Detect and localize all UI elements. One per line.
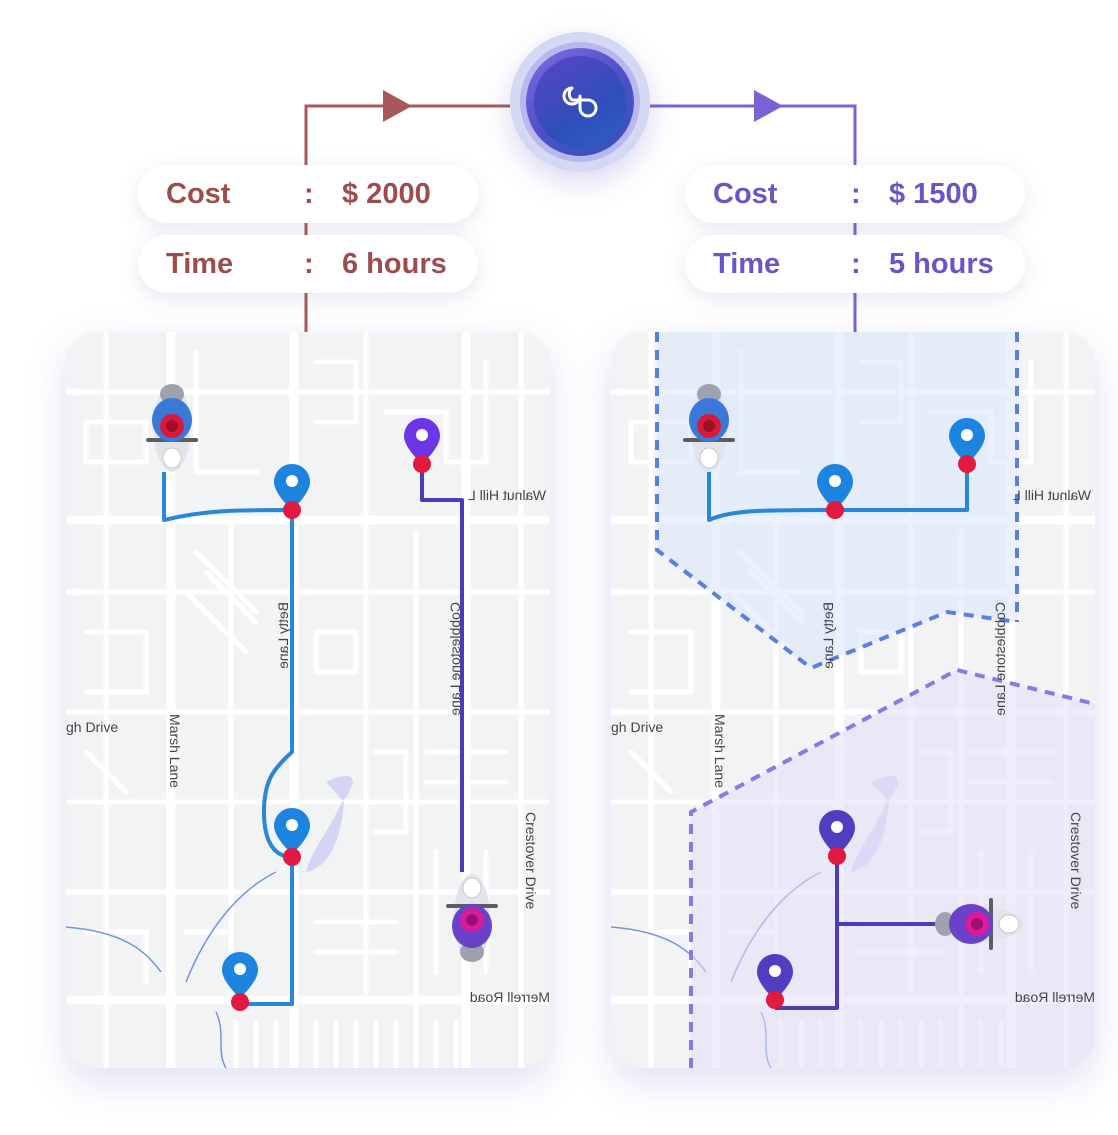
purple-zone-border	[689, 667, 1095, 1068]
street-crestover: Crestover Drive	[1068, 812, 1084, 909]
blue-zone-border	[655, 332, 1018, 671]
stop-dot-icon	[283, 848, 301, 866]
separator: :	[851, 178, 861, 210]
street-cobblestone: Cobblestone Lane	[447, 602, 463, 716]
optimizer-hub	[510, 32, 650, 172]
street-high-drive: gh Drive	[66, 719, 118, 735]
stop-dot-icon	[958, 455, 976, 473]
cost-value: $ 2000	[342, 178, 431, 210]
left-map-canvas: Walnut Hill L Betty Lane Cobblestone Lan…	[66, 332, 550, 1068]
street-marsh: Marsh Lane	[712, 714, 728, 788]
left-time-pill: Time : 6 hours	[138, 235, 478, 293]
separator: :	[304, 178, 314, 210]
hub-ring	[526, 48, 634, 156]
right-map-canvas: Walnut Hill L Betty Lane Cobblestone Lan…	[611, 332, 1095, 1068]
infinity-icon	[562, 86, 598, 118]
time-value: 6 hours	[342, 248, 447, 280]
hub-core	[534, 56, 626, 148]
cost-label: Cost	[713, 178, 778, 210]
street-betty: Betty Lane	[820, 602, 836, 669]
cost-label: Cost	[166, 178, 231, 210]
right-arrow-icon	[754, 90, 783, 122]
time-label: Time	[166, 248, 234, 280]
left-route-map: Walnut Hill L Betty Lane Cobblestone Lan…	[66, 332, 550, 1068]
street-walnut: Walnut Hill L	[1013, 487, 1091, 503]
time-value: 5 hours	[889, 248, 994, 280]
left-cost-pill: Cost : $ 2000	[138, 165, 478, 223]
separator: :	[304, 248, 314, 280]
separator: :	[851, 248, 861, 280]
street-crestover: Crestover Drive	[523, 812, 539, 909]
stop-dot-icon	[283, 501, 301, 519]
purple-route-line	[775, 856, 941, 1010]
stop-dot-icon	[766, 991, 784, 1009]
street-high-drive: gh Drive	[611, 719, 663, 735]
time-label: Time	[713, 248, 781, 280]
cost-value: $ 1500	[889, 178, 978, 210]
left-arrow-icon	[383, 90, 412, 122]
purple-route-line	[420, 464, 464, 872]
street-walnut: Walnut Hill L	[468, 487, 546, 503]
stop-dot-icon	[231, 993, 249, 1011]
right-route-map: Walnut Hill L Betty Lane Cobblestone Lan…	[611, 332, 1095, 1068]
street-merrell: Merrell Road	[1015, 989, 1095, 1005]
stop-dot-icon	[413, 455, 431, 473]
blue-route-line	[162, 472, 294, 1006]
right-cost-pill: Cost : $ 1500	[685, 165, 1025, 223]
right-time-pill: Time : 5 hours	[685, 235, 1025, 293]
street-marsh: Marsh Lane	[167, 714, 183, 788]
street-betty: Betty Lane	[275, 602, 291, 669]
stop-dot-icon	[828, 847, 846, 865]
street-merrell: Merrell Road	[470, 989, 550, 1005]
street-cobblestone: Cobblestone Lane	[992, 602, 1008, 716]
stop-dot-icon	[826, 501, 844, 519]
